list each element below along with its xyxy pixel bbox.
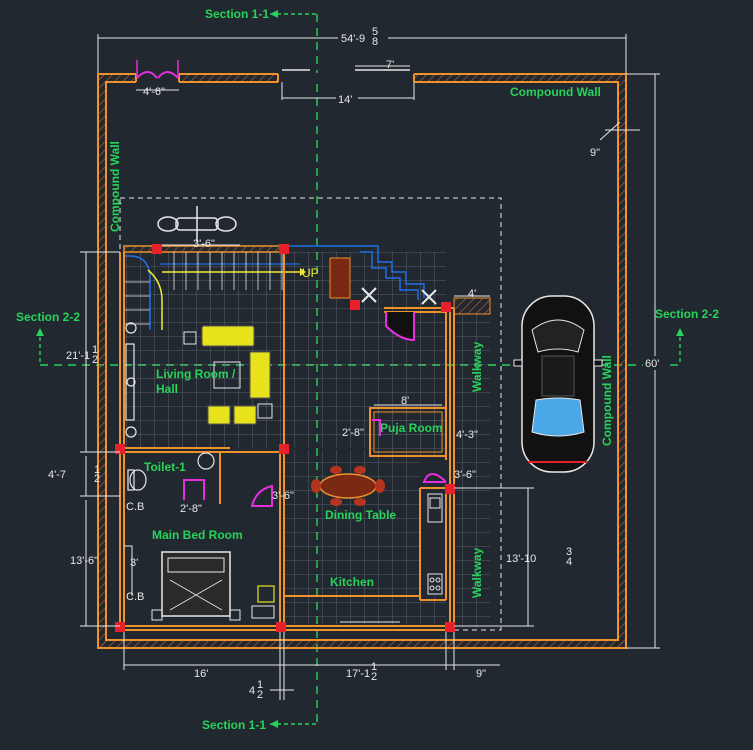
dining-width-num: 1 [371,661,377,673]
sofa-set [183,325,273,425]
kitchen-counter [427,493,443,595]
study-chair [251,585,275,619]
kitchen-depth-num: 3 [566,546,572,558]
kitchen-door [422,473,447,483]
toilet-depth-num: 1 [94,464,100,476]
cupboard [329,257,351,299]
toilet-label: Toilet-1 [144,460,186,474]
puja-door [372,419,381,436]
section-2-2-left-label: Section 2-2 [16,310,80,324]
dining-table-label: Dining Table [325,508,396,522]
walkway-steps [453,297,491,315]
stair-up-label: UP [302,266,319,280]
toilet-depth-den: 2 [94,473,100,485]
bottom-dimensions [123,632,500,700]
wall-thickness-top-label: 9" [590,147,600,159]
overall-width-num: 5 [372,26,378,38]
kitchen-depth-label: 13'-10 [506,553,536,565]
living-depth-label: 21'-1 [66,350,90,362]
window-left [124,545,133,596]
kitchen-door-label: 3'-6" [454,469,476,481]
living-depth-num: 1 [92,344,98,356]
kitchen-depth-den: 4 [566,556,572,568]
toilet-depth-label: 4'-7 [48,469,66,481]
gate-door [136,60,179,79]
entrance-door [385,312,415,342]
hall-label: Hall [156,382,178,396]
walkway-width-label: 4' [468,288,476,300]
stair-outline-right [284,245,425,300]
section-1-1-top-label: Section 1-1 [205,7,269,21]
structural-columns [115,244,455,632]
house-walls [119,252,455,631]
kitchen-floor-grid [284,596,446,626]
walkway-upper-label: Walkway [470,341,484,392]
depth-60-label: 60' [645,358,659,370]
living-room-label: Living Room / [156,367,236,381]
section-1-1-bottom-label: Section 1-1 [202,718,266,732]
section-2-2-right-label: Section 2-2 [655,307,719,321]
toilet-door-label: 2'-8" [180,503,202,515]
wall-gap-num: 1 [257,679,263,691]
bedroom-depth-label: 13'-6" [70,555,98,567]
tv-unit [125,322,137,438]
kitchen-label: Kitchen [330,575,374,589]
dining-width-den: 2 [371,671,377,683]
staircase [124,252,306,330]
puja-room-label: Puja Room [380,421,443,435]
cupboard-2-label: C.B [126,591,144,603]
living-depth-den: 2 [92,354,98,366]
ceiling-fan-icon [361,287,437,305]
overall-width-label: 54'-9 [341,33,365,45]
gap-14-label: 14' [338,94,352,106]
puja-height-label: 4'-3" [456,429,478,441]
overall-width-den: 8 [372,36,378,48]
wall-gap-label: 4 [249,685,255,697]
toilet-fixtures [127,452,215,491]
compound-wall-left-label: Compound Wall [108,141,122,232]
wall-gap-den: 2 [257,689,263,701]
puja-door-dim-label: 2'-8" [342,427,364,439]
toilet-door [183,479,205,500]
bedroom-door [250,484,273,507]
gate-width-label: 4'-6" [143,86,165,98]
puja-room-walls [369,407,447,457]
kitchen-depth-dimension [454,487,534,627]
window-dim-label: 3' [130,557,138,569]
stair-width-label: 3'-6" [193,238,215,250]
bedroom-width-label: 16' [194,668,208,680]
living-depth-dimension [80,251,120,453]
bedroom-door-label: 3'-6" [272,490,294,502]
car-icon [513,295,603,473]
bed [151,551,241,621]
wall-thickness-dim-top [599,121,640,141]
walkway-floor-grid [454,314,490,626]
walkway-lower-label: Walkway [470,547,484,598]
bedroom-label: Main Bed Room [152,528,243,542]
compound-wall-top-label: Compound Wall [510,85,601,99]
wall-thickness-bottom-label: 9" [476,668,486,680]
motorbike-icon [157,206,237,242]
puja-width-label: 8' [401,395,409,407]
compound-wall-right-label: Compound Wall [600,355,614,446]
gap-7-label: 7' [386,59,394,71]
dining-width-label: 17'-1 [346,668,370,680]
cupboard-1-label: C.B [126,501,144,513]
dining-table [311,466,385,506]
